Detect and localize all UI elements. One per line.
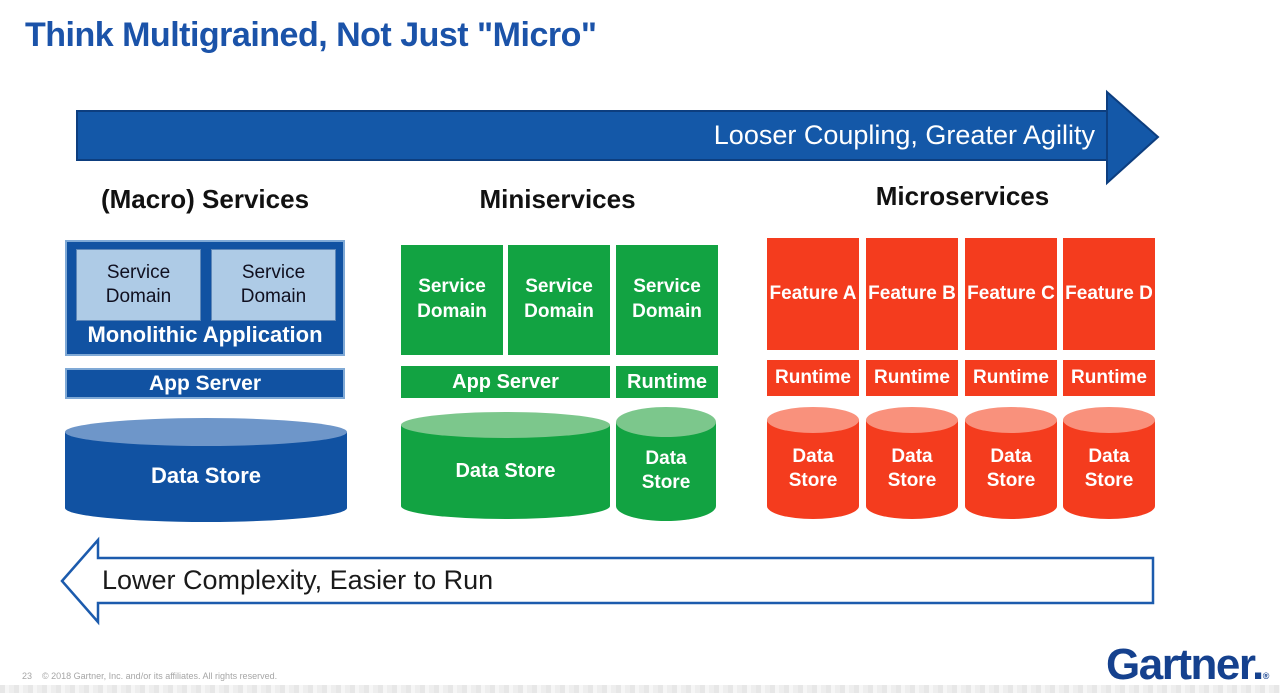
runtime-bar: Runtime	[866, 360, 958, 396]
column-heading-macro-services: (Macro) Services	[100, 184, 310, 214]
data-store-cylinder: Data Store	[401, 412, 610, 519]
runtime-bar: Runtime	[616, 366, 718, 398]
data-store-label: Data Store	[150, 463, 262, 489]
gartner-logo-text: Gartner.	[1106, 640, 1264, 689]
data-store-cylinder: Data Store	[65, 418, 347, 522]
data-store-cylinder: Data Store	[965, 407, 1057, 519]
feature-box: Feature D	[1063, 238, 1155, 350]
monolithic-application-label: Monolithic Application	[87, 322, 323, 347]
bottom-blur-strip	[0, 685, 1280, 693]
registered-mark: ®	[1262, 671, 1270, 681]
data-store-cylinder: Data Store	[616, 407, 716, 521]
bottom-arrow	[60, 536, 1155, 626]
runtime-bar: Runtime	[965, 360, 1057, 396]
page-number: 23	[22, 671, 33, 681]
service-domain-box: Service Domain	[211, 249, 336, 321]
slide-title: Think Multigrained, Not Just "Micro"	[25, 16, 597, 54]
data-store-cylinder: Data Store	[767, 407, 859, 519]
service-domain-box: Service Domain	[508, 245, 610, 355]
feature-box: Feature C	[965, 238, 1057, 350]
column-heading-miniservices: Miniservices	[479, 184, 636, 214]
data-store-label: Data Store	[641, 448, 691, 493]
data-store-label: Data Store	[788, 446, 838, 491]
bottom-arrow-label: Lower Complexity, Easier to Run	[102, 565, 494, 595]
feature-box: Feature B	[866, 238, 958, 350]
service-domain-box: Service Domain	[401, 245, 503, 355]
top-arrow	[76, 89, 1160, 186]
runtime-bar: Runtime	[767, 360, 859, 396]
data-store-label: Data Store	[986, 446, 1036, 491]
app-server-bar: App Server	[401, 366, 610, 398]
data-store-cylinder: Data Store	[1063, 407, 1155, 519]
data-store-cylinder: Data Store	[866, 407, 958, 519]
gartner-logo: Gartner.®	[1106, 640, 1269, 690]
data-store-label: Data Store	[887, 446, 937, 491]
app-server-bar: App Server	[65, 368, 345, 399]
feature-box: Feature A	[767, 238, 859, 350]
data-store-label: Data Store	[455, 460, 556, 482]
service-domain-box: Service Domain	[76, 249, 201, 321]
top-arrow-label: Looser Coupling, Greater Agility	[713, 120, 1095, 150]
column-heading-microservices: Microservices	[875, 181, 1050, 211]
service-domain-box: Service Domain	[616, 245, 718, 355]
copyright-text: © 2018 Gartner, Inc. and/or its affiliat…	[42, 671, 278, 681]
runtime-bar: Runtime	[1063, 360, 1155, 396]
data-store-label: Data Store	[1084, 446, 1134, 491]
